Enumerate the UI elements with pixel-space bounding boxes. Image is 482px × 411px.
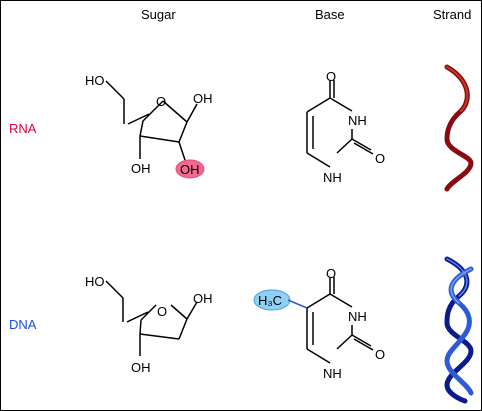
thymine-c2-carbonyl-oxygen: O [375, 347, 385, 362]
base-column-header: Base [315, 7, 345, 22]
anomeric-hydroxyl-label: OH [193, 291, 213, 306]
3-prime-hydroxyl-label: OH [131, 360, 151, 375]
ribose-sugar-structure [105, 80, 198, 161]
strand-column-header: Strand [433, 7, 472, 22]
uracil-c4-carbonyl-oxygen: O [326, 69, 336, 84]
2-prime-hydroxyl-label: OH [180, 162, 200, 177]
thymine-n3-amine: NH [348, 309, 367, 324]
rna-row-label: RNA [9, 121, 37, 136]
ring-oxygen-label: O [156, 94, 166, 109]
hydroxymethyl-label: HO [85, 73, 105, 88]
hydroxymethyl-label: HO [85, 274, 105, 289]
methyl-bond [287, 299, 308, 309]
dna-methyl-highlight [253, 289, 291, 311]
uracil-base-structure [306, 80, 374, 168]
dna-row-label: DNA [9, 317, 37, 332]
thymine-c4-carbonyl-oxygen: O [326, 266, 336, 281]
uracil-n3-amine: NH [348, 113, 367, 128]
thymine-base-structure [306, 277, 374, 364]
dna-double-helix-icon [444, 256, 474, 404]
uracil-n1-amine: NH [323, 170, 342, 185]
rna-single-strand-icon [444, 64, 474, 192]
uracil-c2-carbonyl-oxygen: O [375, 151, 385, 166]
thymine-methyl-group-label: H₃C [258, 293, 282, 308]
3-prime-hydroxyl-label: OH [131, 161, 151, 176]
rna-hydroxyl-highlight [175, 159, 205, 179]
deoxyribose-sugar-structure [105, 280, 198, 356]
sugar-column-header: Sugar [141, 7, 176, 22]
thymine-n1-amine: NH [323, 366, 342, 381]
anomeric-hydroxyl-label: OH [193, 91, 213, 106]
ring-oxygen-label: O [157, 304, 167, 319]
